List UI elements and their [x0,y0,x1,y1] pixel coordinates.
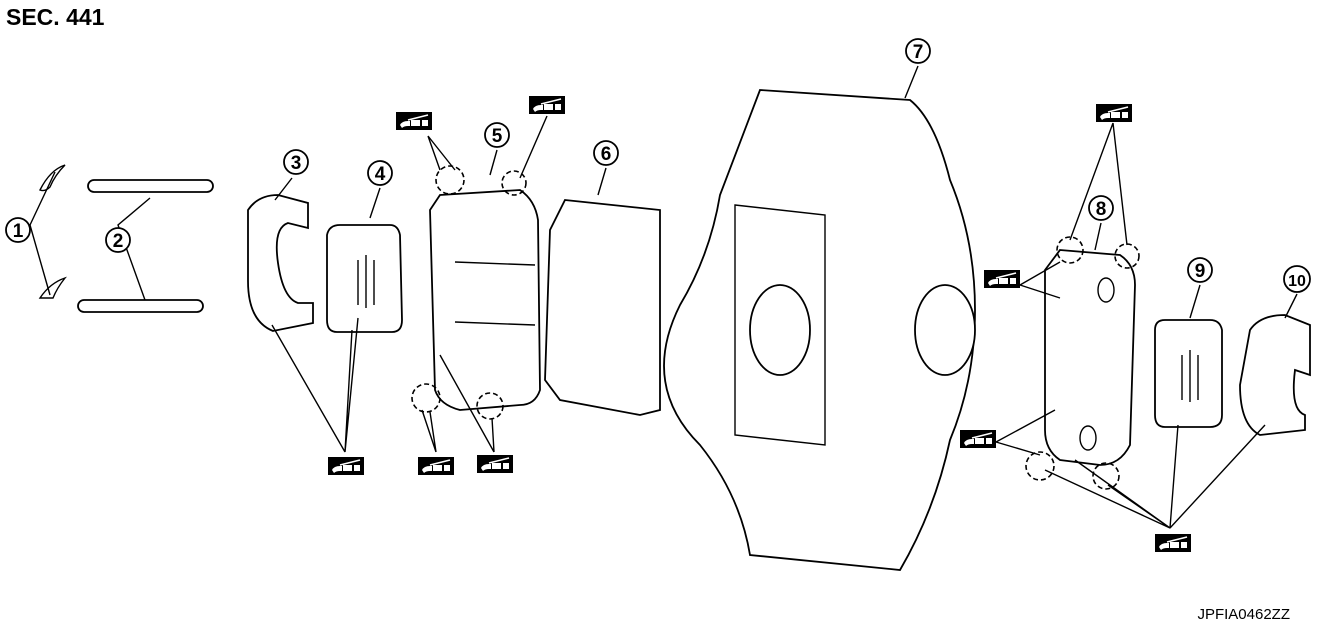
part-5-brake-pad [429,189,541,411]
part-9-inner-shim [1154,319,1223,428]
part-4-slots [357,255,375,308]
part-9-slots [1181,350,1199,402]
part-4-inner-shim [326,224,403,333]
callout-2: 2 [105,227,131,253]
callout-3: 3 [283,149,309,175]
part-6-pad-spring [544,199,661,416]
callout-4: 4 [367,160,393,186]
callout-8: 8 [1088,195,1114,221]
callout-5: 5 [484,122,510,148]
svg-text:10: 10 [1288,273,1306,290]
figure-code: JPFIA0462ZZ [1197,606,1290,623]
part-10-shim [1239,314,1311,436]
svg-text:7: 7 [913,42,924,63]
svg-text:2: 2 [113,231,124,252]
grease-points [411,165,1140,490]
callout-6: 6 [593,140,619,166]
svg-text:4: 4 [375,164,386,185]
callout-10: 10 [1283,265,1311,293]
svg-text:8: 8 [1096,199,1107,220]
part-1-clip [38,164,68,299]
callout-1: 1 [5,217,31,243]
callout-7: 7 [905,38,931,64]
section-label: SEC. 441 [6,4,105,30]
leader-lines [29,65,1298,529]
part-7-caliper-body [663,89,976,571]
svg-text:1: 1 [13,221,24,242]
svg-text:9: 9 [1195,261,1206,282]
svg-text:3: 3 [291,153,302,174]
part-8-brake-pad [1044,249,1136,466]
part-2-pins [77,179,214,313]
svg-text:6: 6 [601,144,612,165]
part-3-shim [247,194,314,332]
callout-9: 9 [1187,257,1213,283]
svg-text:5: 5 [492,126,503,147]
